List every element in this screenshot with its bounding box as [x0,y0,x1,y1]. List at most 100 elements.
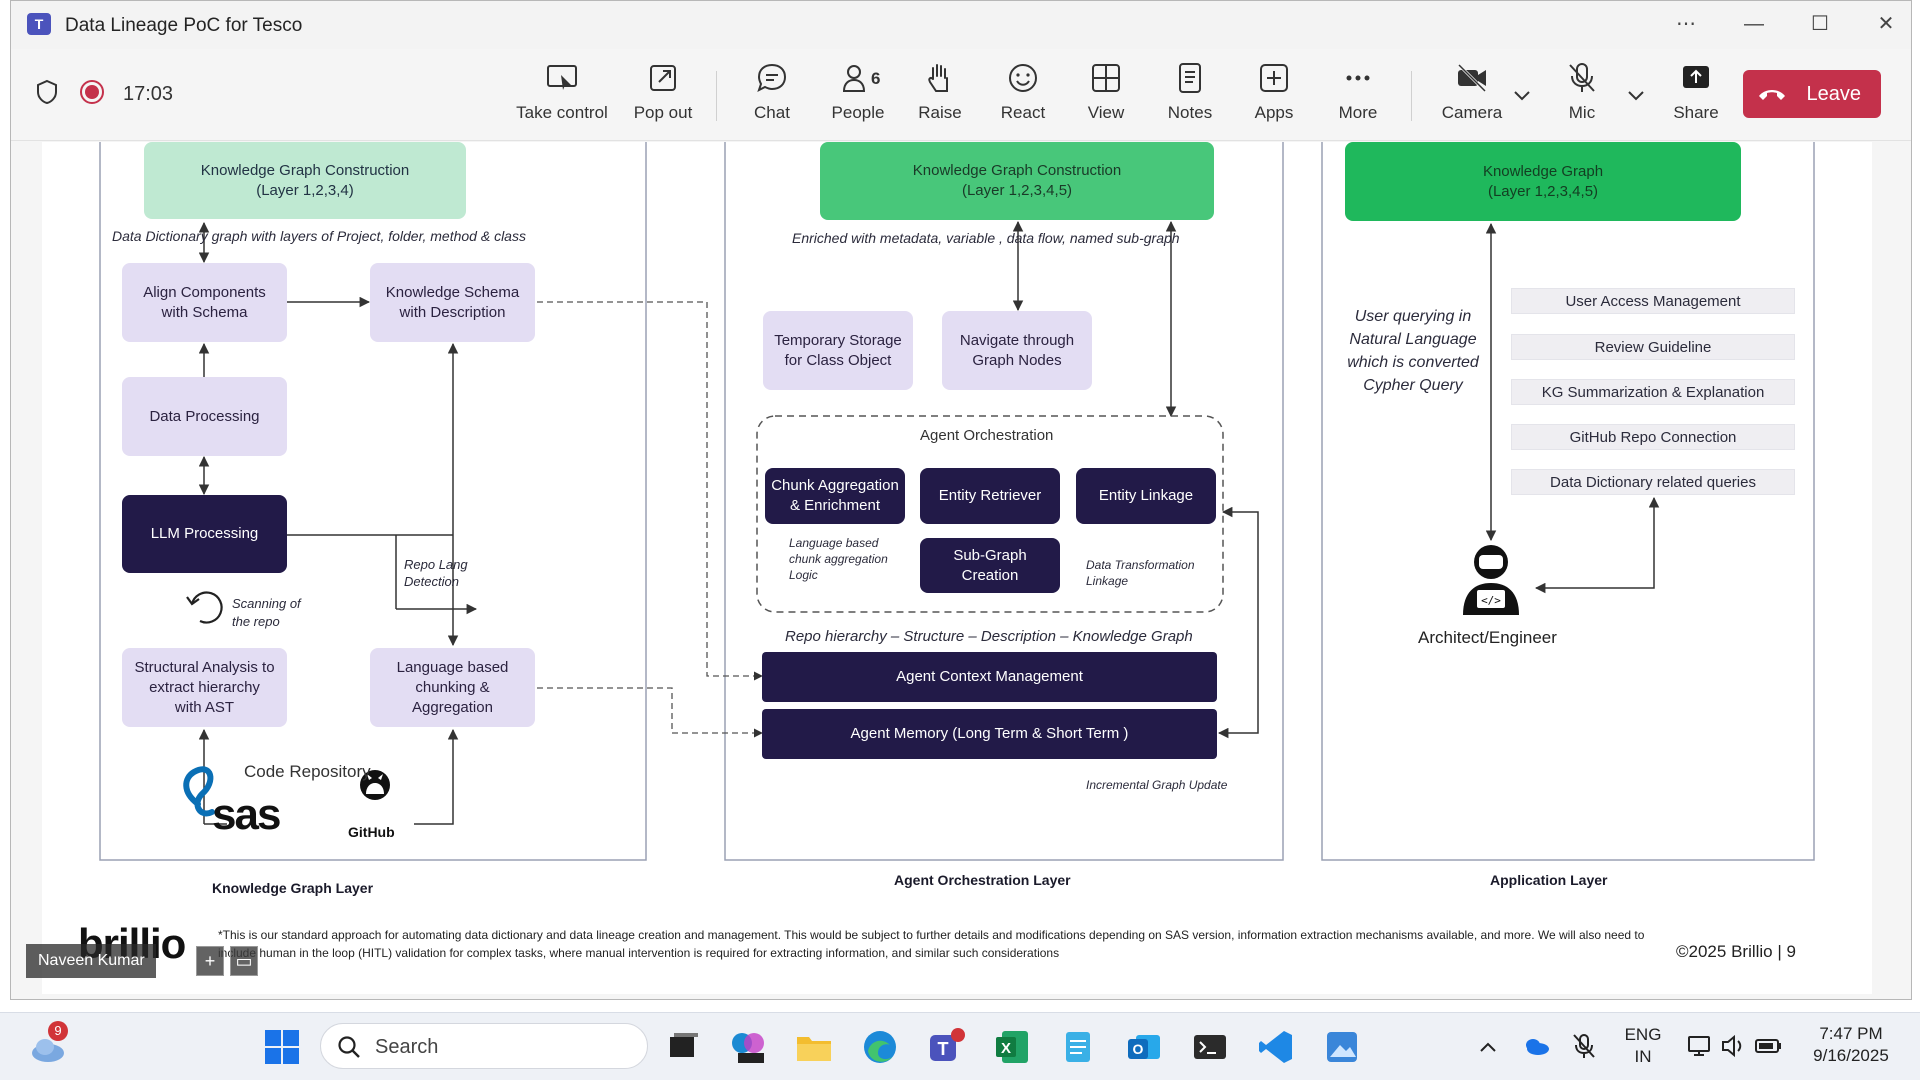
close-button[interactable]: ✕ [1877,13,1895,35]
camera-chevron-down-icon[interactable] [1513,89,1531,103]
app-item-kg-summarization: KG Summarization & Explanation [1511,379,1795,405]
grid-view-icon [1092,64,1120,92]
chat-icon [757,63,787,92]
taskbar-search[interactable]: Search [320,1023,648,1069]
camera-button[interactable]: Camera [1431,61,1513,131]
windows-start-icon [265,1030,299,1064]
toolbar-divider [1411,71,1412,121]
mic-button[interactable]: Mic [1545,61,1619,131]
mic-muted-tray-icon[interactable] [1572,1033,1596,1059]
pop-out-button[interactable]: Pop out [623,61,703,131]
agent-orchestration-label: Agent Orchestration [920,427,1054,444]
search-icon [338,1036,360,1058]
repo-lang-detection-label: Repo Lang Detection [404,557,468,589]
meeting-timer: 17:03 [123,83,174,105]
app-layer-title: Application Layer [1490,872,1608,888]
vscode-app-icon[interactable] [1256,1027,1296,1067]
hang-up-icon [1759,90,1785,100]
shield-icon [37,79,57,105]
language-indicator[interactable]: ENG IN [1624,1025,1662,1066]
people-button[interactable]: 6 People [821,61,895,131]
maximize-button[interactable]: ☐ [1811,13,1829,35]
github-wordmark: GitHub [348,824,395,840]
minimize-button[interactable]: — [1744,13,1764,35]
architecture-diagram: </> [99,142,1815,861]
outlook-app-icon[interactable]: O [1124,1027,1164,1067]
camera-off-icon [1457,63,1487,93]
share-button[interactable]: Share [1661,61,1731,131]
app-item-review-guideline: Review Guideline [1511,334,1795,360]
network-icon[interactable] [1686,1033,1712,1059]
screen-view-button[interactable]: ▭ [230,946,258,976]
hierarchy-caption: Repo hierarchy – Structure – Description… [785,628,1193,645]
agent-context-management-box: Agent Context Management [762,652,1217,702]
svg-text:X: X [1001,1040,1011,1057]
chunk-aggregation-box: Chunk Aggregation & Enrichment [765,468,905,524]
data-processing-box: Data Processing [122,377,287,456]
edge-browser-icon[interactable] [860,1027,900,1067]
slide-footnote: *This is our standard approach for autom… [218,928,1645,960]
entity-retriever-box: Entity Retriever [920,468,1060,524]
architect-label: Architect/Engineer [1418,628,1557,647]
svg-text:T: T [938,1039,949,1059]
slide-copyright: ©2025 Brillio | 9 [1676,942,1796,961]
language-chunking-box: Language based chunking & Aggregation [370,648,535,727]
dictionary-caption: Data Dictionary graph with layers of Pro… [112,228,526,244]
battery-icon[interactable] [1754,1033,1782,1059]
agent-layer-panel [724,142,1284,861]
weather-widget[interactable]: 9 [28,1021,68,1067]
incremental-update-label: Incremental Graph Update [1086,778,1228,792]
notepad-app-icon[interactable] [1058,1027,1098,1067]
notes-button[interactable]: Notes [1155,61,1225,131]
more-button[interactable]: More [1323,61,1393,131]
refresh-cycle-icon [186,591,223,624]
kg-layer-panel [99,142,647,861]
m365-app-icon[interactable] [728,1027,768,1067]
align-components-box: Align Components with Schema [122,263,287,342]
chevron-up-icon[interactable] [1478,1037,1498,1057]
share-screen-icon [1683,66,1709,88]
navigate-nodes-box: Navigate through Graph Nodes [942,311,1092,390]
add-participant-button[interactable]: + [196,946,224,976]
kg-layer-title: Knowledge Graph Layer [212,880,374,896]
knowledge-graph-box: Knowledge Graph (Layer 1,2,3,4,5) [1345,142,1741,221]
meeting-toolbar: 17:03 Take control Pop out Chat 6 People [11,49,1911,141]
apps-button[interactable]: Apps [1239,61,1309,131]
app-layer-panel [1321,142,1815,861]
svg-text:</>: </> [1481,594,1501,607]
user-query-caption: User querying in Natural Language which … [1347,308,1479,394]
llm-processing-box: LLM Processing [122,495,287,573]
entity-linkage-box: Entity Linkage [1076,468,1216,524]
structural-analysis-box: Structural Analysis to extract hierarchy… [122,648,287,727]
enriched-caption: Enriched with metadata, variable , data … [792,230,1180,246]
start-button[interactable] [262,1027,302,1067]
smiley-icon [1009,64,1037,92]
sas-logo [183,766,215,817]
data-transformation-note: Data Transformation Linkage [1086,558,1195,588]
take-control-button[interactable]: Take control [513,61,611,131]
more-options-icon[interactable]: ⋯ [1676,13,1696,35]
agent-memory-box: Agent Memory (Long Term & Short Term ) [762,709,1217,759]
terminal-app-icon[interactable] [1190,1027,1230,1067]
clock[interactable]: 7:47 PM 9/16/2025 [1813,1024,1889,1065]
title-bar: T Data Lineage PoC for Tesco ⋯ — ☐ ✕ [11,1,1911,49]
volume-icon[interactable] [1720,1033,1746,1059]
mic-muted-icon [1569,63,1595,92]
view-button[interactable]: View [1071,61,1141,131]
cloud-icon [32,1039,64,1062]
mic-chevron-down-icon[interactable] [1627,89,1645,103]
excel-app-icon[interactable]: X [992,1027,1032,1067]
app-item-data-dictionary: Data Dictionary related queries [1511,469,1795,495]
raise-hand-button[interactable]: Raise [905,61,975,131]
chat-button[interactable]: Chat [735,61,809,131]
react-button[interactable]: React [987,61,1059,131]
onedrive-icon[interactable] [1522,1035,1550,1057]
pop-out-icon [650,65,676,91]
task-view-icon[interactable] [662,1027,702,1067]
file-explorer-icon[interactable] [794,1027,834,1067]
add-app-icon [1260,64,1288,92]
photos-app-icon[interactable] [1322,1027,1362,1067]
teams-app-icon[interactable]: T [926,1027,966,1067]
leave-button[interactable]: Leave [1743,70,1881,118]
github-logo [360,770,390,800]
